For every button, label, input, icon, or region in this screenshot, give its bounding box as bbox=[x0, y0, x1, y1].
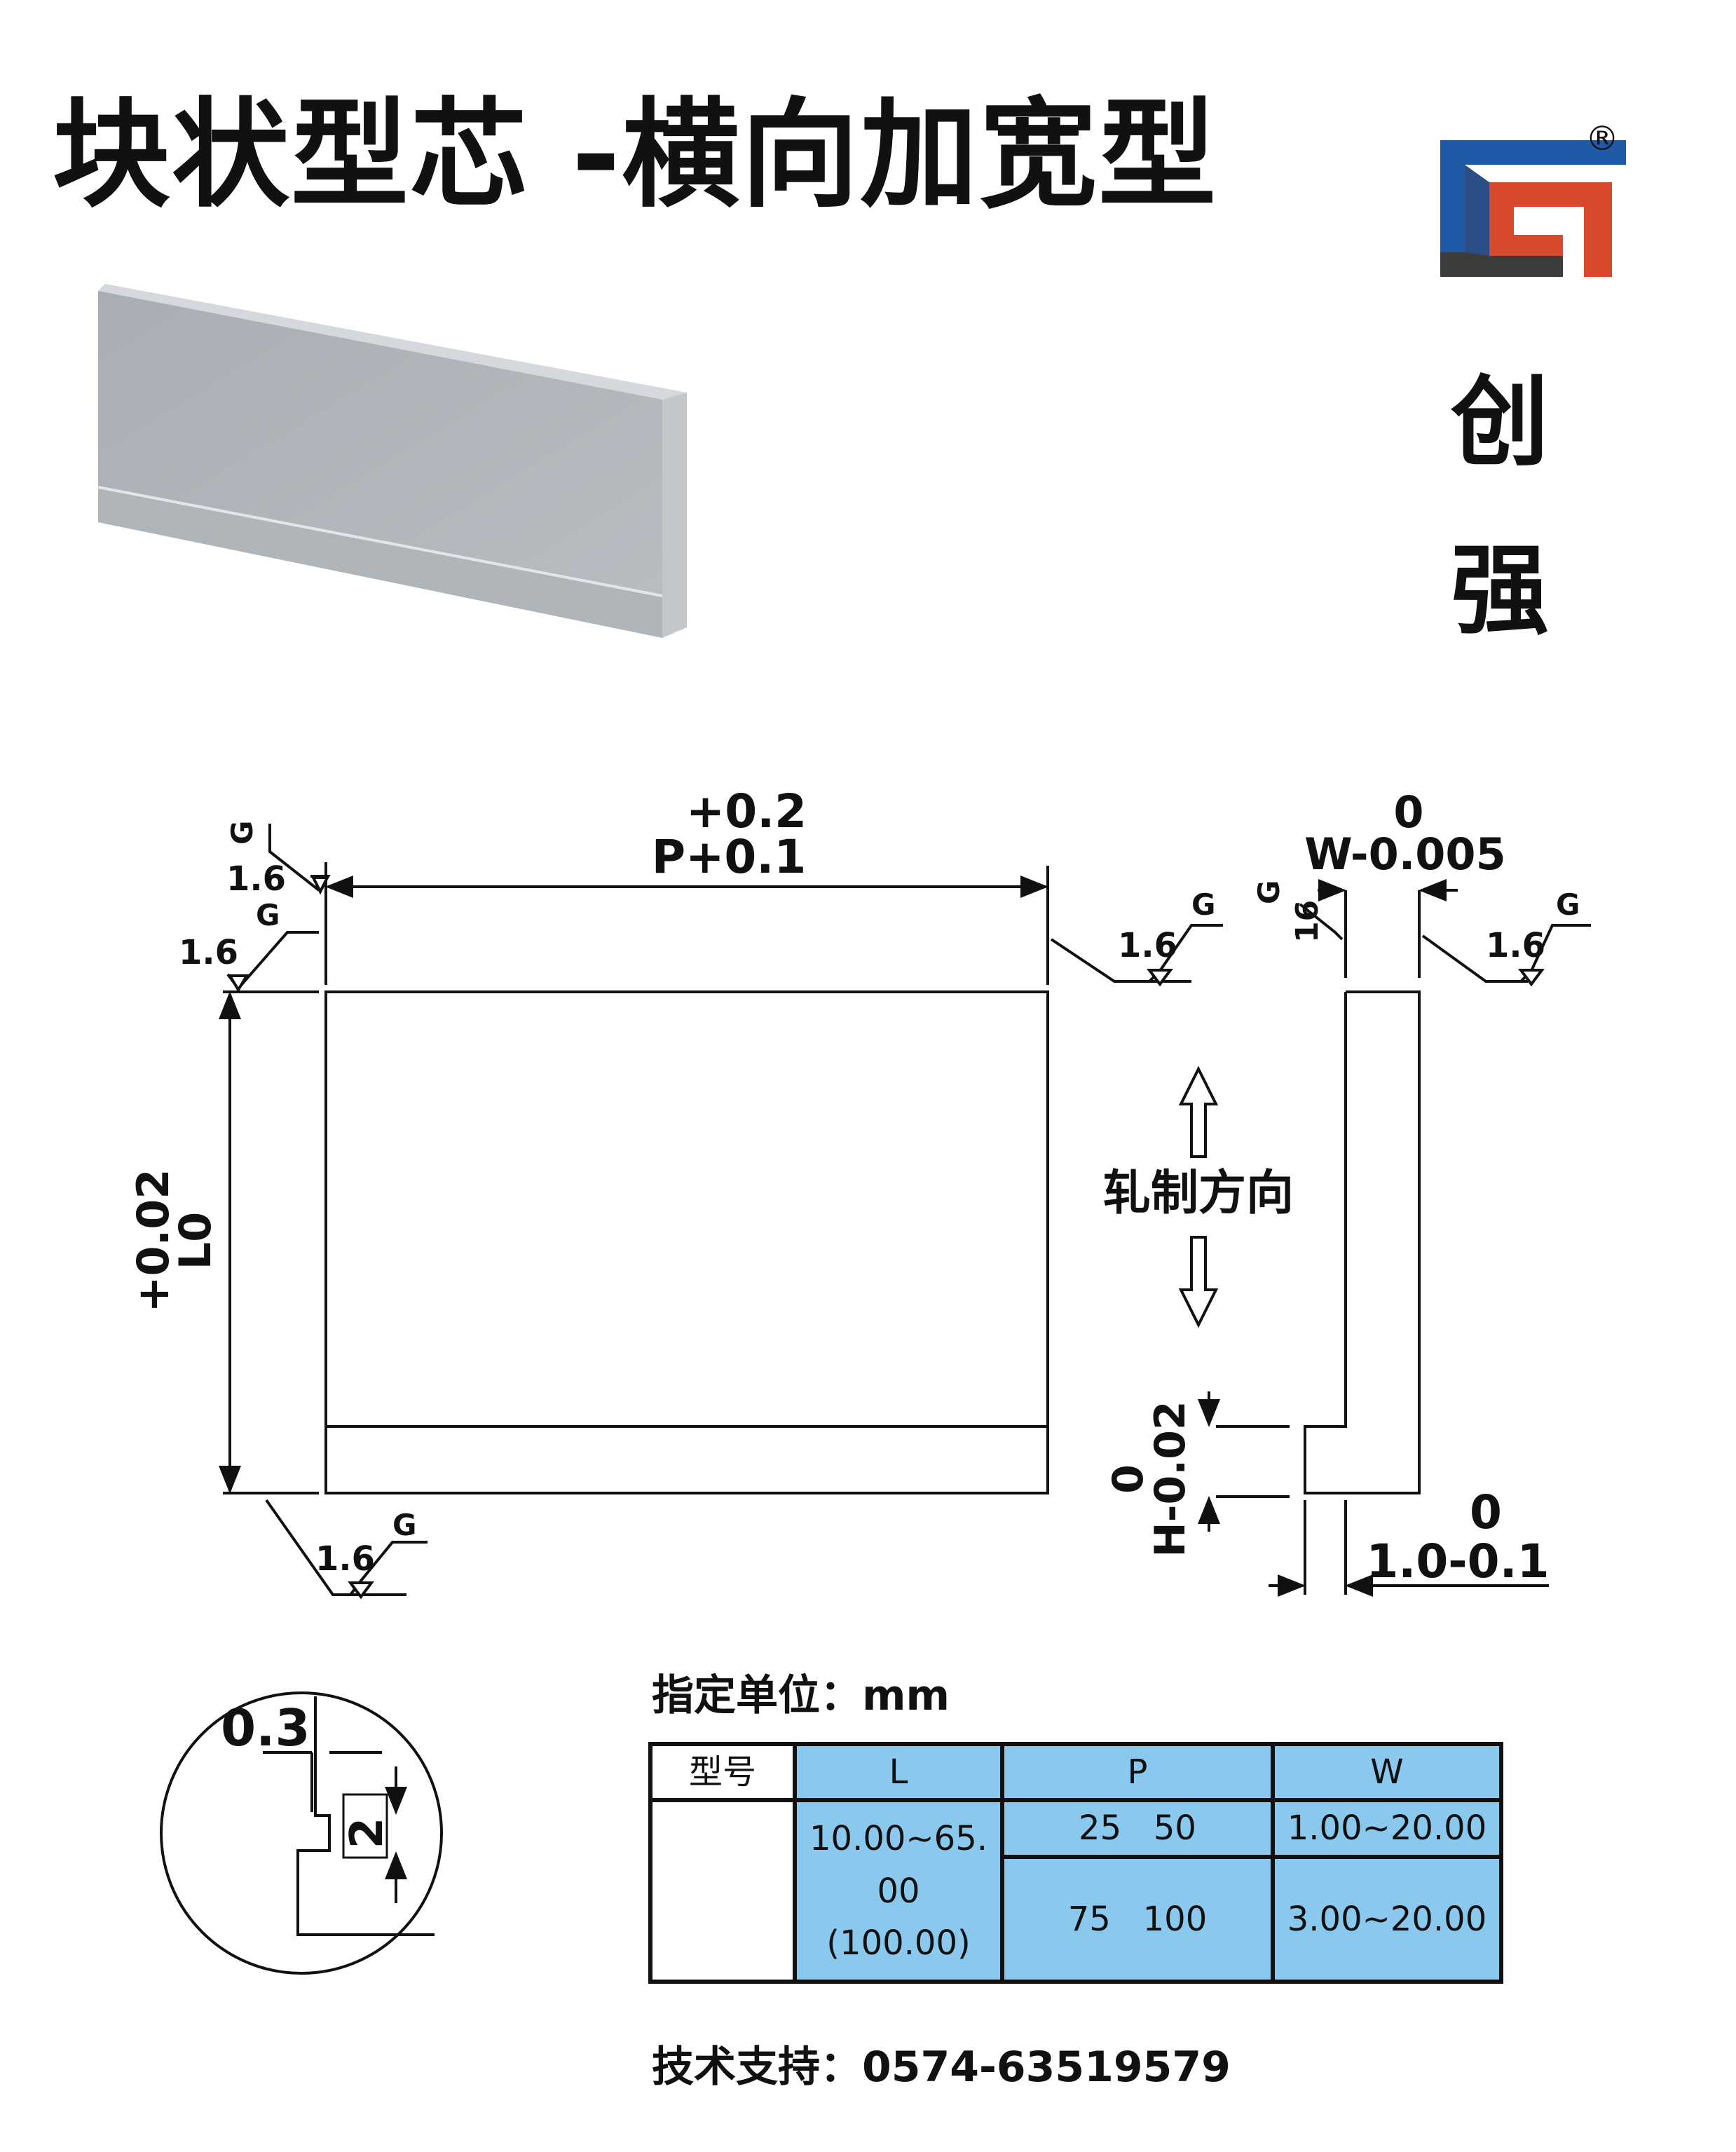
support-contact: 技术支持：0574-63519579 bbox=[652, 2043, 1231, 2092]
header-l: L bbox=[793, 1741, 1004, 1803]
grind-mark-side-right: G bbox=[1556, 887, 1580, 922]
cell-p-row2: 75 100 bbox=[1000, 1854, 1275, 1984]
spec-table: 型号 L P W 10.00~65. 00 (100.00) 25 50 1.0… bbox=[648, 1741, 1503, 1984]
cell-w-row1: 1.00~20.00 bbox=[1271, 1798, 1503, 1859]
header-model: 型号 bbox=[648, 1741, 797, 1803]
roughness-label-top: 1.6 bbox=[226, 859, 286, 899]
step-tolerance-upper: 0 bbox=[1470, 1485, 1502, 1539]
grind-mark-front-right: G bbox=[1191, 887, 1215, 922]
w-tolerance-upper: 0 bbox=[1393, 786, 1423, 838]
roughness-label-front-right: 1.6 bbox=[1118, 926, 1177, 965]
l-tolerance-upper: +0.02 bbox=[128, 1169, 179, 1313]
roughness-label-side-left: 16 bbox=[1290, 900, 1325, 943]
cell-w-row2: 3.00~20.00 bbox=[1271, 1854, 1503, 1984]
brand-char-2: 强 bbox=[1451, 534, 1550, 648]
h-dimension-label: H-0.02 bbox=[1146, 1401, 1195, 1557]
rolling-direction-label: 轧制方向 bbox=[1103, 1166, 1294, 1221]
rolling-arrow-up bbox=[1178, 1065, 1219, 1158]
front-view-outline bbox=[324, 990, 1049, 1494]
cell-p-row1: 25 50 bbox=[1000, 1798, 1275, 1859]
roughness-label-side-right: 1.6 bbox=[1486, 926, 1545, 965]
detail-step-label: 2 bbox=[341, 1818, 393, 1849]
roughness-label-left: 1.6 bbox=[179, 933, 238, 972]
l-dimension-label: L0 bbox=[170, 1212, 221, 1270]
brand-logo bbox=[1440, 140, 1626, 277]
detail-profile bbox=[296, 1696, 435, 1936]
cell-model bbox=[648, 1798, 797, 1984]
detail-chamfer-label: 0.3 bbox=[221, 1698, 310, 1757]
cell-l-range: 10.00~65. 00 (100.00) bbox=[793, 1798, 1004, 1984]
detail-circle bbox=[160, 1691, 443, 1975]
header-p: P bbox=[1000, 1741, 1275, 1803]
rolling-arrow-down bbox=[1178, 1236, 1219, 1328]
grind-mark-bottom: G bbox=[392, 1508, 416, 1542]
brand-char-1: 创 bbox=[1451, 366, 1550, 480]
grind-mark-side-left: G bbox=[1252, 880, 1286, 904]
p-dimension-label: P+0.1 bbox=[652, 830, 807, 884]
roughness-label-bottom: 1.6 bbox=[315, 1539, 375, 1579]
grind-mark-left: G bbox=[256, 898, 280, 932]
side-view-outline bbox=[1304, 990, 1421, 1494]
step-dimension-label: 1.0-0.1 bbox=[1366, 1534, 1549, 1588]
p-tolerance-upper: +0.2 bbox=[686, 784, 807, 838]
registered-mark: ® bbox=[1585, 119, 1619, 158]
grind-mark-top: G bbox=[225, 821, 259, 845]
unit-label: 指定单位：mm bbox=[652, 1671, 950, 1720]
w-dimension-label: W-0.005 bbox=[1304, 829, 1505, 880]
header-w: W bbox=[1271, 1741, 1503, 1803]
page-title: 块状型芯 -横向加宽型 bbox=[53, 86, 1218, 224]
product-photo bbox=[97, 284, 687, 638]
h-tolerance-upper: 0 bbox=[1104, 1464, 1153, 1494]
